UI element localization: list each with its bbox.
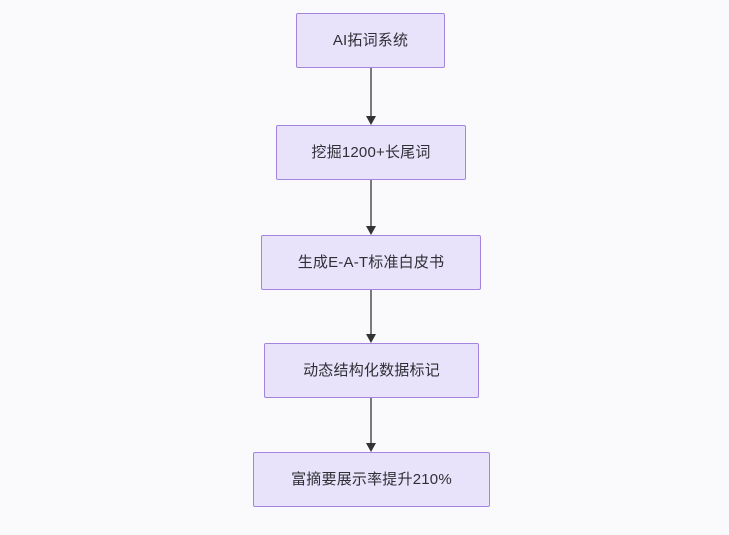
flow-node-generate-eat-whitepaper[interactable]: 生成E-A-T标准白皮书 <box>261 235 481 290</box>
edge-line <box>370 68 372 116</box>
edge-line <box>370 290 372 334</box>
flow-node-label: AI拓词系统 <box>332 31 409 49</box>
arrow-head-icon <box>365 226 376 235</box>
flow-node-dynamic-structured-data[interactable]: 动态结构化数据标记 <box>264 343 479 398</box>
arrow-head-icon <box>365 116 376 125</box>
arrow-head-icon <box>365 334 376 343</box>
edge-line <box>370 180 372 226</box>
flow-node-label: 动态结构化数据标记 <box>303 361 440 379</box>
flow-node-label: 生成E-A-T标准白皮书 <box>297 253 445 271</box>
flow-node-mine-longtail-keywords[interactable]: 挖掘1200+长尾词 <box>276 125 466 180</box>
edge-line <box>370 398 372 443</box>
flow-node-ai-keyword-system[interactable]: AI拓词系统 <box>296 13 445 68</box>
arrow-head-icon <box>365 443 376 452</box>
flow-node-rich-snippet-uplift[interactable]: 富摘要展示率提升210% <box>253 452 490 507</box>
flow-node-label: 富摘要展示率提升210% <box>291 470 452 488</box>
flow-node-label: 挖掘1200+长尾词 <box>311 143 431 161</box>
